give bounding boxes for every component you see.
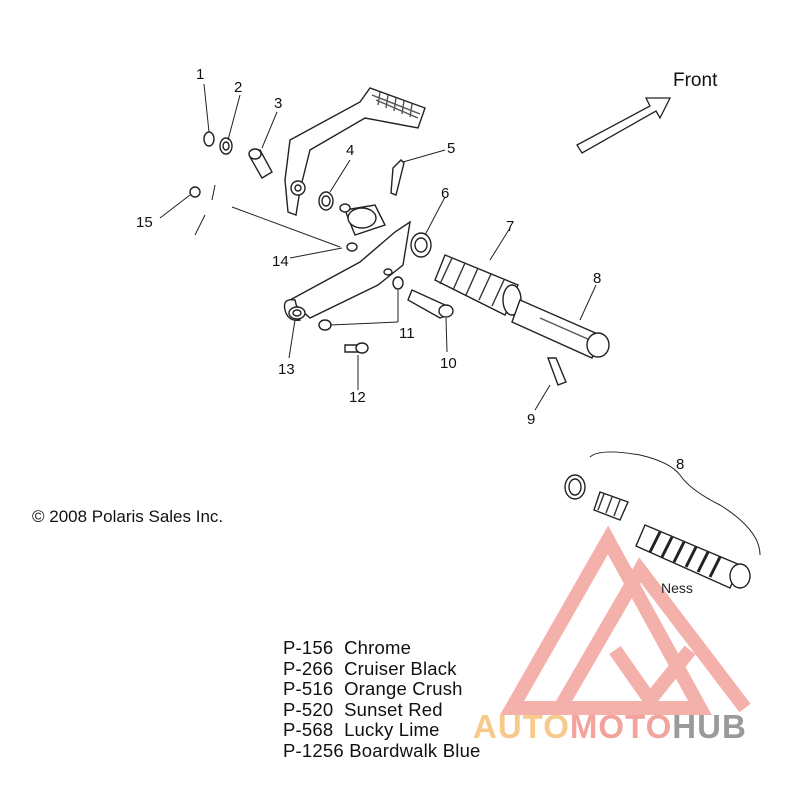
callout-3: 3 (274, 95, 282, 112)
callout-4: 4 (346, 142, 354, 159)
color-option: P-516 Orange Crush (283, 678, 481, 700)
watermark-logo (499, 525, 751, 715)
color-option: P-266 Cruiser Black (283, 657, 481, 680)
callout-1: 1 (196, 66, 204, 83)
color-code: P-266 (283, 657, 334, 679)
callout-6: 6 (441, 185, 449, 202)
color-name: Sunset Red (344, 698, 443, 720)
callout-15: 15 (136, 214, 153, 231)
color-name: Chrome (344, 637, 412, 658)
color-code: P-516 (283, 678, 334, 700)
color-name: Cruiser Black (344, 657, 457, 679)
leader-lines (159, 83, 761, 556)
color-option: P-1256 Boardwalk Blue (283, 739, 481, 762)
callout-8-ness: 8 (676, 456, 684, 473)
brand-part-hub: HUB (672, 708, 747, 745)
callout-2: 2 (234, 79, 242, 96)
color-code: P-156 (283, 637, 334, 658)
copyright-notice: © 2008 Polaris Sales Inc. (32, 507, 224, 526)
callout-10: 10 (440, 355, 457, 372)
color-options-list: P-156 Chrome P-266 Cruiser Black P-516 O… (283, 637, 481, 762)
front-label: Front (673, 70, 718, 91)
callout-12: 12 (349, 389, 366, 406)
callout-8: 8 (593, 270, 601, 287)
color-code: P-568 (283, 719, 334, 741)
color-option: P-568 Lucky Lime (283, 720, 481, 741)
ness-footpeg-kit (564, 474, 751, 589)
color-code: P-520 (283, 698, 334, 720)
callout-9: 9 (527, 411, 535, 428)
color-name: Lucky Lime (344, 719, 440, 741)
footpeg-assembly (434, 254, 610, 359)
callout-13: 13 (278, 361, 295, 378)
callout-11: 11 (399, 325, 415, 342)
callout-numbers: 1 2 3 4 5 6 7 8 9 10 11 12 13 14 15 8 (136, 66, 684, 473)
brake-pedal (284, 87, 426, 216)
callout-7: 7 (506, 218, 514, 235)
callout-5: 5 (447, 140, 455, 157)
color-name: Boardwalk Blue (349, 739, 481, 761)
color-name: Orange Crush (344, 678, 463, 700)
brand-part-moto: MOTO (569, 708, 673, 745)
footpeg-bracket (283, 203, 411, 321)
small-parts (189, 131, 567, 386)
front-arrow (576, 97, 672, 154)
watermark-brand: AUTOMOTOHUB (473, 708, 747, 746)
color-option: P-520 Sunset Red (283, 698, 481, 721)
color-option: P-156 Chrome (283, 637, 481, 659)
ness-label: Ness (661, 580, 693, 596)
brand-part-auto: AUTO (473, 708, 570, 745)
callout-14: 14 (272, 253, 289, 270)
color-code: P-1256 (283, 739, 344, 761)
